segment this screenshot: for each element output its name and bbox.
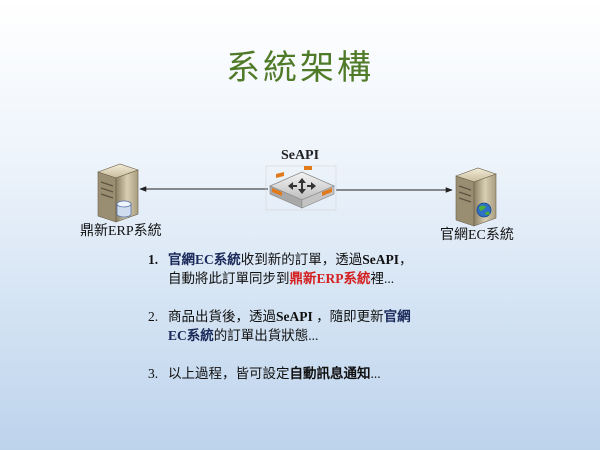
step-text-part: ， bbox=[399, 252, 413, 267]
step-text-part: 以上過程，皆可設定 bbox=[168, 366, 290, 381]
step-number: 1. bbox=[148, 252, 159, 267]
step-highlight: SeAPI bbox=[362, 252, 400, 267]
step-text-part: ，隨即更新 bbox=[312, 309, 384, 324]
step-text-part: 商品出貨後，透過 bbox=[168, 309, 276, 324]
ec-server-label: 官網EC系統 bbox=[440, 228, 514, 243]
api-router-icon bbox=[265, 165, 337, 211]
step-red-highlight: 鼎新ERP系統 bbox=[289, 271, 371, 286]
erp-server-icon bbox=[97, 163, 139, 223]
step-text-part: 自動將此訂單同步到 bbox=[168, 271, 290, 286]
step-text-part: 裡... bbox=[370, 271, 395, 286]
step-text-part: 的訂單出貨狀態... bbox=[213, 328, 319, 343]
step-3: 3. 以上過程，皆可設定自動訊息通知... bbox=[148, 364, 468, 383]
api-label: SeAPI bbox=[280, 148, 320, 163]
page-title: 系統架構 bbox=[226, 48, 374, 88]
step-1: 1. 官網EC系統收到新的訂單，透過SeAPI， 自動將此訂單同步到鼎新ERP系… bbox=[148, 250, 468, 288]
step-highlight: 自動訊息通知 bbox=[289, 366, 371, 381]
step-text: 官網EC系統收到新的訂單，透過SeAPI， 自動將此訂單同步到鼎新ERP系統裡.… bbox=[168, 250, 413, 288]
erp-server-label: 鼎新ERP系統 bbox=[80, 224, 162, 239]
step-text: 商品出貨後，透過SeAPI ，隨即更新官網 EC系統的訂單出貨狀態... bbox=[168, 307, 411, 345]
step-text-part: ... bbox=[370, 366, 381, 381]
step-text: 以上過程，皆可設定自動訊息通知... bbox=[168, 364, 381, 383]
step-highlight: EC系統 bbox=[168, 328, 214, 343]
steps-list: 1. 官網EC系統收到新的訂單，透過SeAPI， 自動將此訂單同步到鼎新ERP系… bbox=[148, 250, 468, 402]
step-highlight: 官網 bbox=[383, 309, 411, 324]
step-highlight: SeAPI bbox=[276, 309, 313, 324]
step-2: 2. 商品出貨後，透過SeAPI ，隨即更新官網 EC系統的訂單出貨狀態... bbox=[148, 307, 468, 345]
step-number: 2. bbox=[148, 309, 159, 324]
ec-server-icon bbox=[455, 167, 497, 227]
step-highlight: 官網EC系統 bbox=[168, 252, 241, 267]
step-text-part: 收到新的訂單，透過 bbox=[240, 252, 363, 267]
step-number: 3. bbox=[148, 366, 159, 381]
